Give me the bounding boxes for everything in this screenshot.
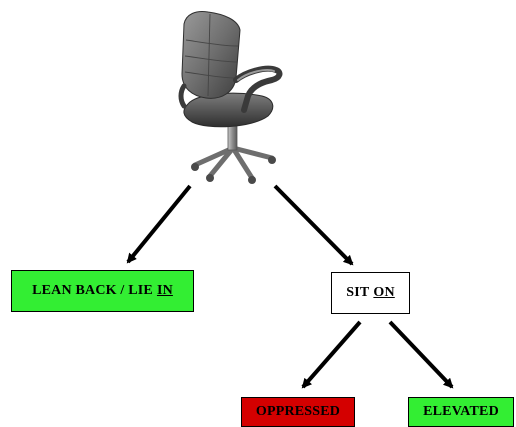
office-chair-icon bbox=[178, 11, 283, 184]
chair-seat bbox=[183, 92, 274, 128]
oppressed-label: OPPRESSED bbox=[255, 404, 341, 419]
chair-armrest-right bbox=[233, 65, 283, 113]
chair-backrest bbox=[181, 11, 241, 99]
arrow-chair-to-sit bbox=[273, 184, 354, 266]
arrows bbox=[126, 184, 454, 389]
lean-back-label: LEAN BACK / LIE bbox=[32, 283, 153, 298]
sit-label: SIT bbox=[346, 285, 370, 300]
elevated-box: ELEVATED bbox=[408, 397, 514, 427]
chair-tufting bbox=[184, 13, 239, 97]
lean-in-underlined: IN bbox=[156, 283, 173, 298]
arrow-sit-to-oppressed bbox=[301, 320, 362, 389]
arrow-chair-to-lean bbox=[126, 184, 192, 264]
chair-armrest-left bbox=[178, 83, 187, 109]
elevated-label: ELEVATED bbox=[423, 404, 499, 419]
sit-on-underlined: ON bbox=[373, 285, 395, 300]
chair-casters bbox=[191, 156, 276, 184]
arrow-sit-to-elevated bbox=[388, 320, 454, 389]
oppressed-box: OPPRESSED bbox=[241, 397, 355, 427]
